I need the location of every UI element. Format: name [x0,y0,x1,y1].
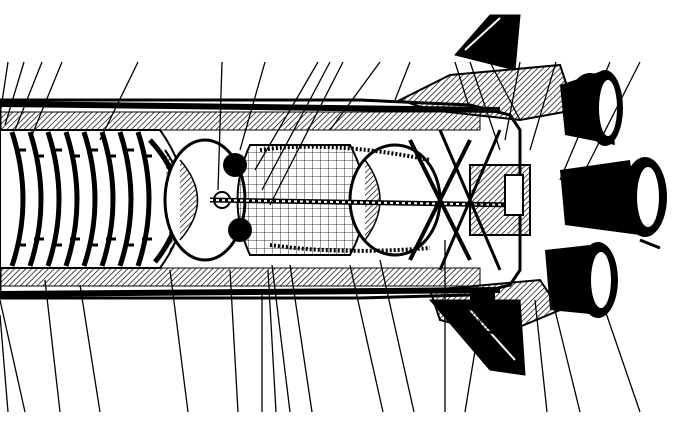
leader-line [454,61,471,111]
nozzle-lower [545,242,618,318]
callout-leaders-top [0,61,641,206]
leader-line [559,61,611,181]
tank-ring-frame [117,131,134,267]
leader-line [0,299,26,413]
tank-ring-frame [9,131,26,267]
nozzle-upper [560,70,623,146]
leader-line [0,61,9,116]
aft-thrust-structure [408,129,531,271]
leader-line [44,279,61,413]
leader-line [349,264,384,413]
tank-ring-frame [63,131,80,267]
leader-line [549,289,581,413]
leader-line [271,264,291,413]
leader-line [394,61,411,101]
leader-line [604,309,641,413]
tank-ring-frame [99,131,116,267]
leader-line [239,61,266,151]
leader-line [99,61,139,141]
leader-line [574,61,641,191]
tank-ring-frame [27,131,44,267]
leader-line [29,61,63,141]
lower-nacelle [428,278,562,337]
callout-leaders-bottom [0,240,641,413]
forward-tank-section [0,129,186,269]
leader-line [229,269,239,413]
tank-ring-frames [9,131,152,267]
tank-ring-frame [45,131,62,267]
leader-line [261,61,331,191]
center-tank-section [209,143,521,257]
leader-line [4,61,25,126]
leader-line [529,61,557,151]
engine-nozzles [545,70,667,318]
leader-line [254,61,319,171]
leader-line [267,269,277,413]
tank-ring-frame [135,131,152,267]
leader-line [534,299,548,413]
leader-line [14,61,43,131]
leader-line [0,314,9,413]
leader-line [464,319,481,413]
tank-ring-frame [81,131,98,267]
leader-line [269,61,344,206]
leader-line [504,61,521,141]
leader-line [79,284,101,413]
leader-line [169,269,189,413]
leader-line [289,264,313,413]
nozzle-center [560,157,667,237]
leader-line [469,61,501,151]
leader-line [379,259,415,413]
leader-line [217,61,223,191]
leader-line [489,61,521,121]
leader-line [329,61,381,131]
small-fragment [639,238,661,250]
